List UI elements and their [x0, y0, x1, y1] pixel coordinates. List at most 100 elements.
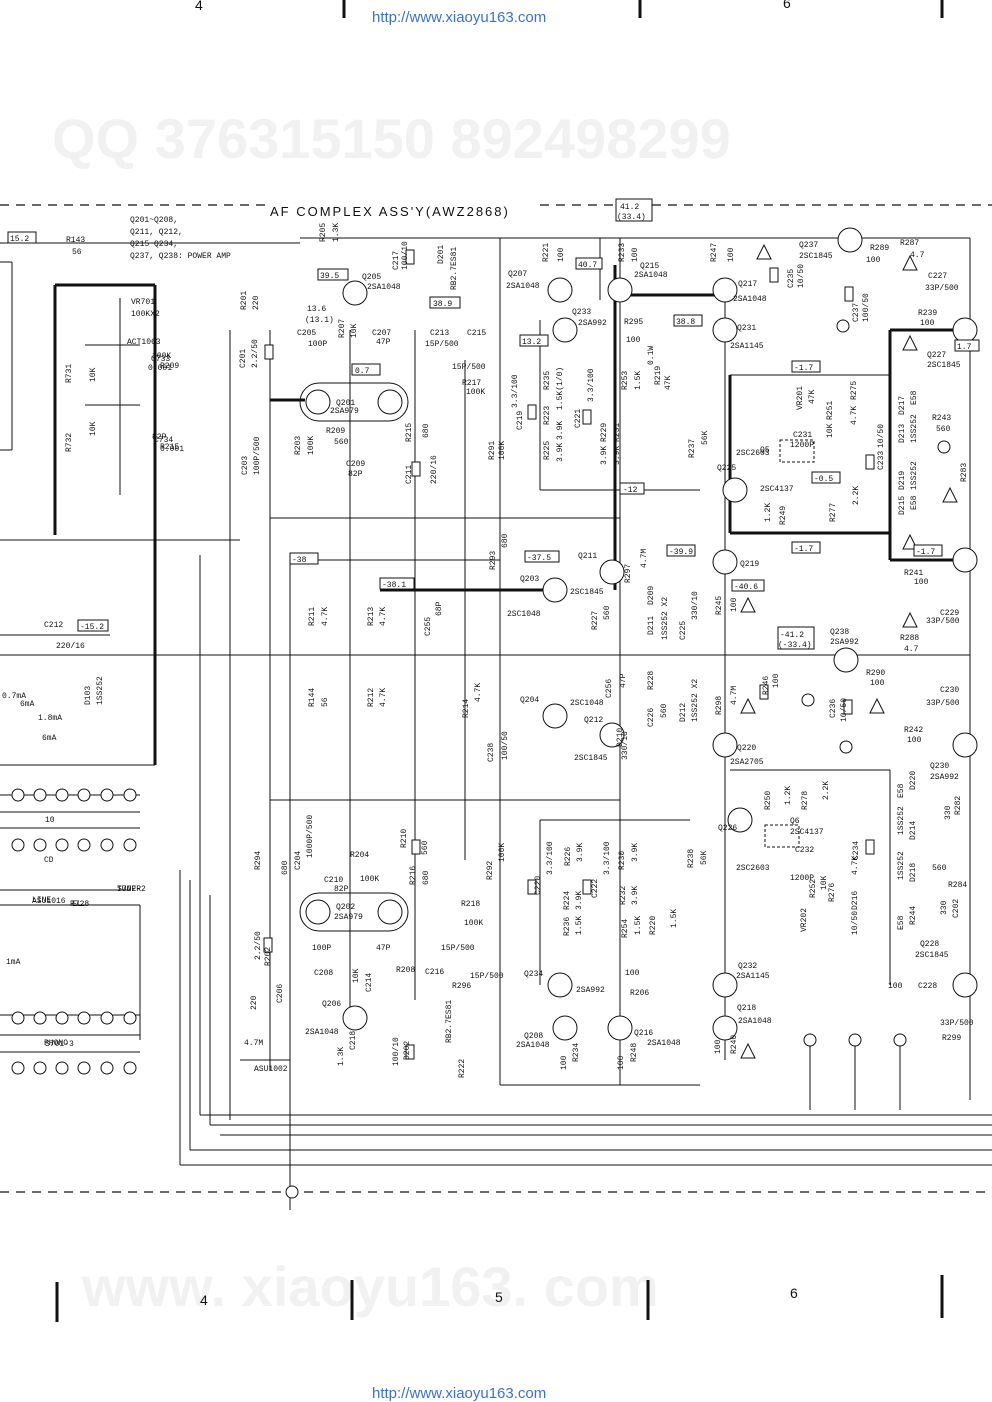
component-label: 4.7M [730, 686, 739, 705]
component-label: C229 [940, 609, 959, 618]
component-label: 100/50 [501, 731, 510, 760]
component-label: 33P/500 [926, 617, 960, 626]
voltage-box: (-33.4) [778, 641, 812, 650]
component-label: 100P/500 [253, 436, 262, 475]
warning-triangles [740, 243, 958, 1059]
footer-url[interactable]: http://www.xiaoyu163.com [372, 1385, 546, 1402]
component-label: 3.9K [575, 891, 584, 910]
component-label: R278 [801, 791, 810, 810]
voltage-box: (13.1) [305, 316, 334, 325]
component-label: 3.9K [631, 886, 640, 905]
component-label: R216 [409, 866, 418, 885]
component-label: R731 [65, 364, 74, 383]
component-label: R245 [715, 596, 724, 615]
transistor-ref: Q228 [920, 940, 939, 949]
note-line: Q237, Q238: POWER AMP [130, 252, 231, 261]
component-label: C214 [365, 973, 374, 992]
component-label: S701-3 [45, 1040, 74, 1049]
component-label: R218 [461, 900, 480, 909]
transistor-part: 2SA1048 [738, 1017, 772, 1026]
component-label: C216 [425, 968, 444, 977]
component-label: R221 [542, 243, 551, 262]
component-label: C204 [294, 851, 303, 870]
component-label: C230 [940, 686, 959, 695]
component-label: R292 [486, 861, 495, 880]
component-label: R243 [932, 414, 951, 423]
component-label: 4.7K [850, 406, 859, 425]
component-label: 4.7K [379, 607, 388, 626]
component-label: 3.9K [613, 446, 622, 465]
component-label: 4.7K [474, 683, 483, 702]
diff-pair-outline-q201 [299, 382, 409, 422]
note-line: Q211, Q212, [130, 228, 183, 237]
voltage-box: -37.5 [527, 554, 551, 563]
voltage-box: 13.2 [522, 338, 541, 347]
switch-row-s701-3 [0, 788, 140, 852]
label: R209 [160, 362, 179, 371]
label: R215 [160, 443, 179, 452]
transistor-ref: Q219 [740, 560, 759, 569]
component-label: R239 [918, 309, 937, 318]
component-label: C234 [852, 841, 861, 860]
voltage-box: 13.6 [307, 305, 326, 314]
component-label: 47P [376, 338, 391, 347]
test-points [285, 319, 951, 1199]
component-label: 1.2K [764, 503, 773, 522]
component-label: R206 [630, 989, 649, 998]
voltage-box: -38 [292, 556, 307, 565]
component-label: R282 [954, 796, 963, 815]
component-label: 33P/500 [925, 284, 959, 293]
transistor-part: 2SA1048 [733, 295, 767, 304]
component-label: 220 [250, 995, 259, 1010]
header-url[interactable]: http://www.xiaoyu163.com [372, 9, 546, 26]
component-label: C201 [239, 349, 248, 368]
component-label: 1SS252 [897, 806, 906, 835]
component-label: R238 [687, 849, 696, 868]
component-label: D215 [898, 496, 907, 515]
transistor-ref: Q237 [799, 241, 818, 250]
component-label: R207 [338, 319, 347, 338]
component-label: R227 [591, 611, 600, 630]
label: VR701 [131, 298, 155, 307]
left-section-wiring [0, 242, 300, 1040]
component-label: C207 [372, 329, 391, 338]
component-label: R225 [543, 441, 552, 460]
transistor-ref: Q232 [738, 962, 757, 971]
component-label: 10K [89, 421, 98, 436]
component-label: R217 [462, 379, 481, 388]
component-label: R248 [630, 1043, 639, 1062]
label: TUNER [117, 885, 141, 894]
component-label: 100 [714, 1039, 723, 1054]
component-label: 1SS252 [910, 414, 919, 443]
component-label: 56 [321, 697, 330, 707]
component-label: 4.7K [379, 688, 388, 707]
transistor-part: 2SC1048 [507, 610, 541, 619]
component-label: R289 [870, 244, 889, 253]
component-label: 100 [727, 247, 736, 262]
component-label: R240 [730, 1035, 739, 1054]
transistor-part: 2SC2603 [736, 864, 770, 873]
transistor-ref: Q204 [520, 696, 539, 705]
transistor-part: 2SA979 [334, 913, 363, 922]
component-label: 10K [89, 367, 98, 382]
label: 82P [152, 433, 167, 442]
transistor-part: 2SC4137 [760, 485, 794, 494]
component-label: 10K [352, 968, 361, 983]
component-label: ASU1016 [32, 897, 66, 906]
watermark-site: www. xiaoyu163. com [81, 1255, 659, 1318]
component-label: R249 [779, 506, 788, 525]
component-label: 15P/500 [470, 972, 504, 981]
component-label: D217 [898, 396, 907, 415]
component-label: RB2.7ES81 [445, 1000, 454, 1043]
component-label: R230 [618, 851, 627, 870]
component-label: 1.5K(1/0) [556, 367, 565, 410]
component-label: D220 [909, 771, 918, 790]
component-label: 100K [360, 875, 379, 884]
transistor-part: 2SA1145 [730, 342, 764, 351]
component-label: D218 [909, 863, 918, 882]
component-label: R296 [452, 982, 471, 991]
component-label: R224 [563, 891, 572, 910]
component-label: 100 [631, 247, 640, 262]
component-label: 100 [617, 1055, 626, 1070]
